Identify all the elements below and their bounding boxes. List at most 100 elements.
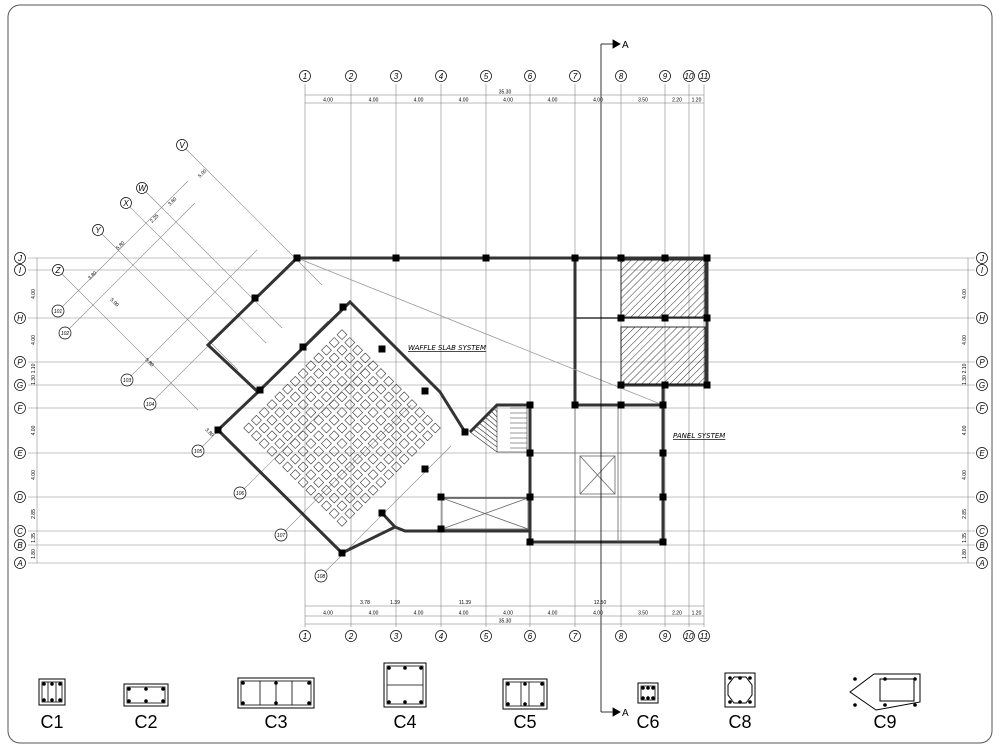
stair-tread [478, 422, 498, 438]
column [659, 493, 667, 501]
waffle-cell [336, 360, 348, 372]
grid-label-v: 4 [439, 632, 444, 641]
column [437, 525, 445, 533]
rebar-dot [641, 686, 645, 690]
waffle-cell [328, 383, 340, 395]
legend-label: C6 [636, 712, 659, 732]
dim-label: 4.00 [548, 611, 558, 617]
waffle-cell [258, 422, 270, 434]
waffle-cell [336, 422, 348, 434]
diag-dim-label: 2.25 [149, 213, 160, 224]
waffle-cell [352, 375, 363, 387]
waffle-cell [367, 438, 379, 449]
rebar-dot [161, 699, 165, 703]
columns [214, 254, 711, 557]
column [659, 538, 667, 546]
grid-bubble-v: 8 [615, 70, 627, 82]
rebar-dot [241, 681, 245, 685]
waffle-cell [352, 422, 363, 434]
waffle-cell [391, 414, 402, 426]
grid-bubble-v: 7 [569, 630, 581, 642]
waffle-cell [375, 445, 387, 457]
dim-label: 2.10 [962, 363, 968, 373]
rebar-dot [738, 700, 742, 704]
waffle-cell [328, 368, 340, 379]
grid-label-v: 3 [394, 72, 399, 81]
grid-label-h: B [979, 541, 985, 550]
grid-bubble-h: G [976, 379, 988, 391]
column [437, 493, 445, 501]
legend-item-c8: C8 [724, 672, 756, 732]
diag-grid-line [181, 144, 323, 286]
legend-item-c3: C3 [237, 677, 315, 732]
rebar-dot [540, 702, 544, 706]
waffle-cell [367, 360, 379, 372]
waffle-cell [352, 407, 363, 418]
column [256, 386, 264, 394]
waffle-cell [313, 461, 325, 473]
waffle-cell [274, 422, 286, 434]
legend-item-c9: C9 [849, 673, 921, 732]
diag-dim-label: 5.80 [144, 357, 155, 368]
waffle-cell [336, 500, 348, 512]
dim-label: 2.85 [962, 509, 968, 519]
waffle-cell [313, 368, 325, 379]
waffle-cell [289, 438, 301, 449]
waffle-cell [289, 407, 301, 418]
waffle-cell [282, 445, 293, 457]
waffle-cell [383, 469, 395, 481]
dim-label: 4.00 [31, 425, 37, 435]
waffle-cell [352, 469, 363, 481]
waffle-cell [336, 375, 348, 387]
grid-bubble-h: D [976, 491, 988, 503]
waffle-cell [328, 445, 340, 457]
waffle-cell [297, 477, 309, 488]
grid-bubble-v: 9 [659, 630, 671, 642]
waffle-cell [266, 414, 278, 426]
diag-grid-bubble: 102 [58, 326, 72, 340]
grid-label-h: G [979, 381, 985, 390]
diag-grid-bubble: 104 [143, 397, 157, 411]
grid-bubble-v: 5 [480, 70, 492, 82]
grid-label-h: P [979, 358, 985, 367]
rebar-dot [748, 700, 752, 704]
dim-label: 4.00 [962, 335, 968, 345]
waffle-cell [313, 492, 325, 504]
legend-label: C1 [40, 712, 63, 732]
waffle-cell [305, 453, 317, 465]
grid-label-v: 11 [700, 72, 708, 81]
diag-grid-line [280, 404, 412, 536]
waffle-cell [344, 430, 356, 442]
rebar-dot [161, 687, 165, 691]
dim-label: 1.20 [692, 611, 702, 617]
waffle-cell [321, 453, 332, 465]
grid-label-h: J [17, 254, 23, 263]
diag-grid-line [57, 180, 189, 312]
dim-label: 1.80 [31, 549, 37, 559]
waffle-cell [391, 430, 402, 442]
grid-bubble-v: 11 [698, 630, 710, 642]
column [392, 254, 400, 262]
grid-bubble-v: 10 [683, 70, 695, 82]
waffle-cell [328, 414, 340, 426]
dim-label: 2.85 [31, 509, 37, 519]
waffle-cell [391, 383, 402, 395]
rebar-dot [506, 682, 510, 686]
column [661, 254, 669, 262]
grid-bubble-v: 1 [299, 70, 311, 82]
grid-bubble-h: J [976, 252, 988, 264]
rebar-dot [651, 686, 655, 690]
waffle-cell [321, 469, 332, 481]
rebar-dot [241, 701, 245, 705]
dim-label: 1.30 [31, 375, 37, 385]
dim-label: 4.00 [962, 470, 968, 480]
section-line [600, 39, 621, 717]
stair-tread [490, 410, 498, 418]
grid-label-v: 10 [685, 72, 694, 81]
waffle-slab-grid [243, 329, 441, 527]
waffle-cell [406, 414, 418, 426]
grid-label-v: 9 [663, 632, 668, 641]
dim-overall: 35.30 [499, 90, 512, 96]
legend-item-c1: C1 [38, 678, 66, 732]
grid-label-h: E [979, 449, 985, 458]
